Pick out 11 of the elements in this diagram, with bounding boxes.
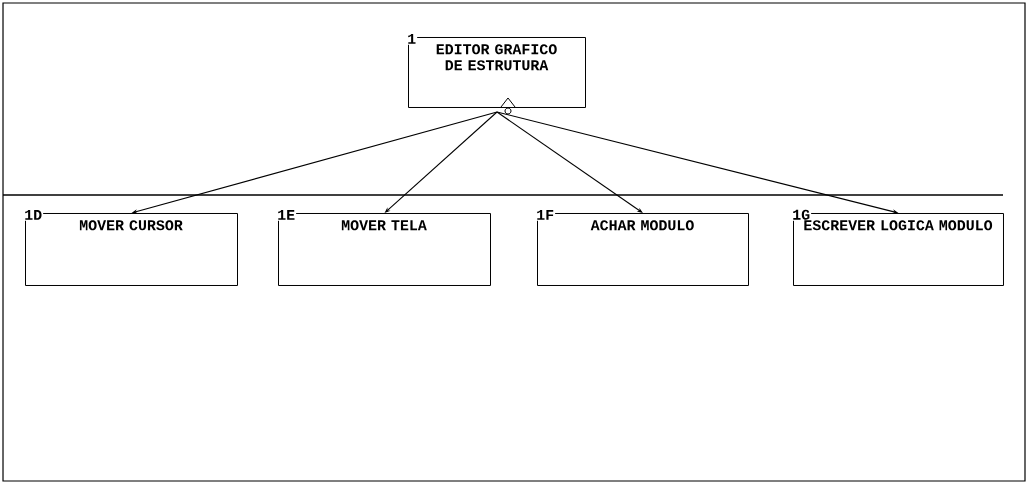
box-title: MOVER TELA (341, 220, 427, 231)
arrow (496, 111, 643, 213)
box-title: ACHAR MODULO (590, 220, 694, 231)
box-number: 1 (406, 32, 418, 45)
box-number: 1D (23, 208, 44, 221)
box-number: 1G (791, 208, 812, 221)
box-number: 1E (276, 208, 297, 221)
box-title: EDITOR GRAFICO DE ESTRUTURA (436, 44, 557, 71)
box-title: MOVER CURSOR (79, 220, 183, 231)
box-title: ESCREVER LOGICA MODULO (804, 220, 993, 231)
box-number: 1F (535, 208, 556, 221)
